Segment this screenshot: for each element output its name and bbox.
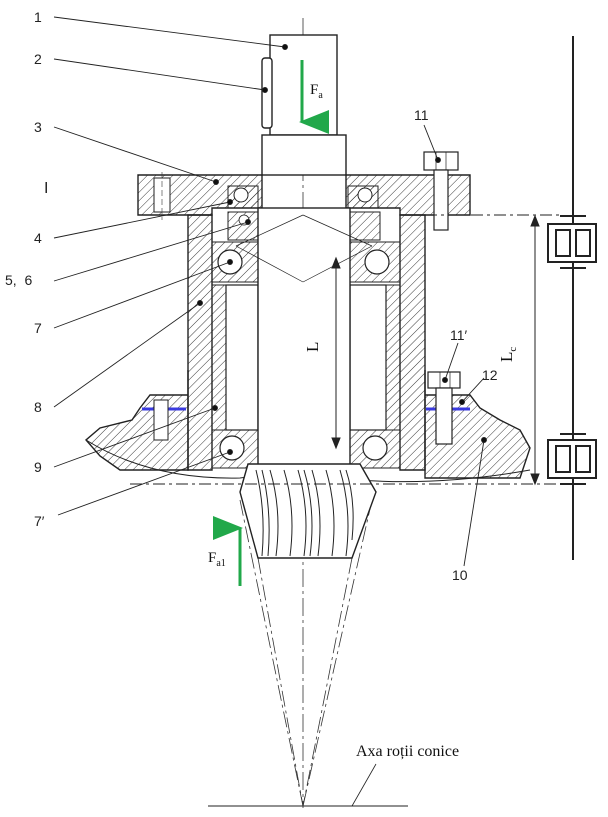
callout-12: 12: [482, 367, 498, 383]
lower-housing-left: [85, 370, 189, 471]
dimension-lc: [130, 214, 560, 486]
svg-text:I: I: [44, 180, 48, 197]
bolt-11-prime: [427, 371, 461, 445]
housing-right-wall: [399, 214, 426, 471]
callout-4: 4: [34, 230, 42, 246]
nut-ring: [227, 211, 381, 241]
upper-bearing-right: [349, 241, 401, 283]
support-upper: [547, 215, 597, 269]
callout-11: 11: [414, 107, 429, 123]
callout-9: 9: [34, 459, 42, 475]
leader-lines: [53, 16, 487, 567]
roller-right: [349, 284, 387, 431]
caption-leader: [351, 763, 377, 807]
callout-1: 1: [34, 9, 42, 25]
callout-8: 8: [34, 399, 42, 415]
dimension-l-label: L: [303, 342, 322, 352]
lower-bolt-left: [153, 399, 169, 441]
callout-3: 3: [34, 119, 42, 135]
dimension-l: [331, 256, 341, 450]
callout-7-prime: 7′: [34, 513, 45, 529]
caption-bevel-axis: Axa roții conice: [356, 743, 459, 760]
callout-11-prime: 11′: [450, 327, 468, 343]
housing-left-wall: [187, 214, 213, 471]
callout-10: 10: [452, 567, 468, 583]
callout-2: 2: [34, 51, 42, 67]
dimension-lc-label: Lc: [497, 347, 519, 362]
bevel-pinion: [239, 463, 377, 559]
lower-bearing-right: [349, 429, 401, 469]
bolt-11: [423, 151, 459, 231]
support-lower: [547, 433, 597, 485]
callout-7: 7: [34, 320, 42, 336]
force-fa-label: Fa: [310, 82, 323, 101]
roller-left: [225, 284, 259, 431]
lower-bearing-left: [211, 429, 259, 469]
shaft-body: [257, 207, 351, 469]
bevel-cone-lines: [239, 499, 373, 807]
sleeve-right: [385, 284, 401, 431]
force-fa1-label: Fa1: [208, 550, 226, 569]
seal-bearing: [227, 185, 379, 209]
shaft-shoulder: [261, 134, 347, 176]
callout-5-6: 5, 6: [5, 272, 32, 288]
upper-bearing-left: [211, 241, 259, 283]
key: [261, 57, 273, 129]
